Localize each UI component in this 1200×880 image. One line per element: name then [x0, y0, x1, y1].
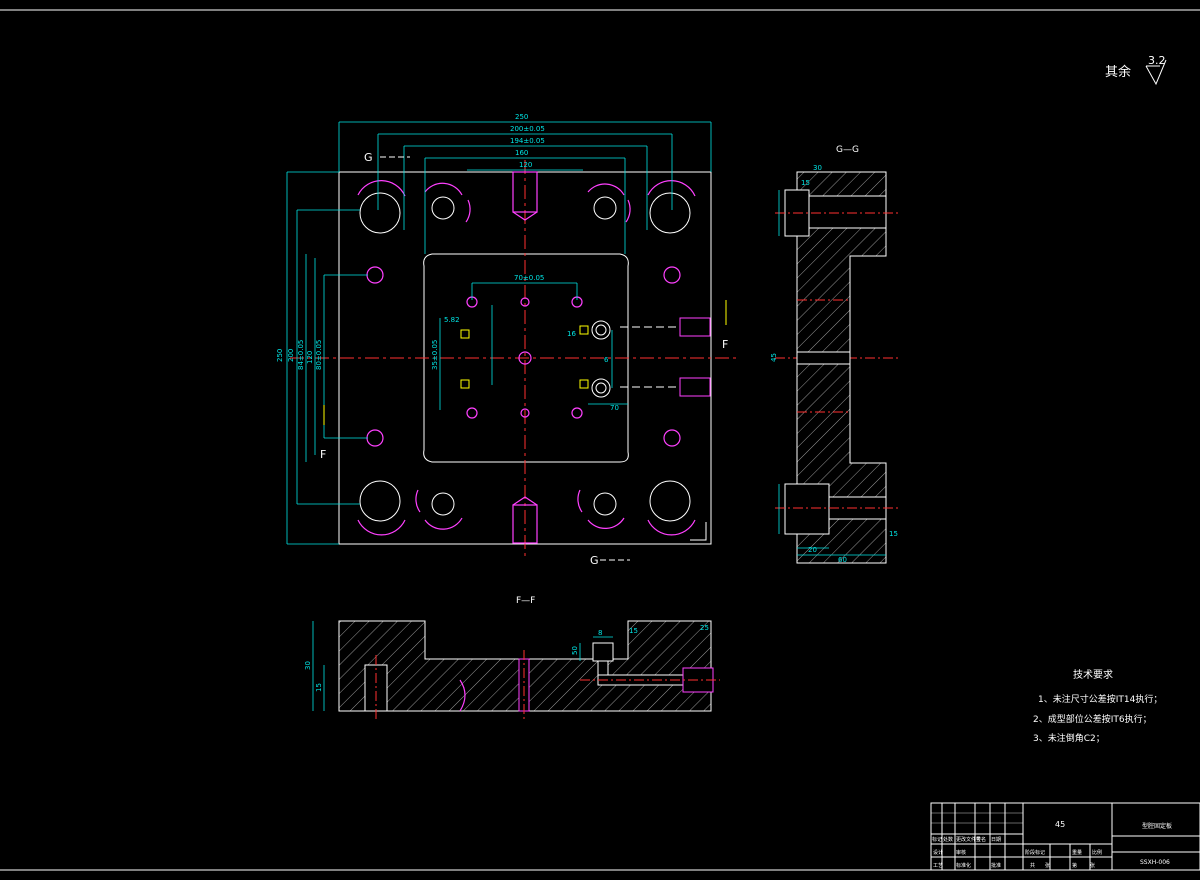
dim-inner-1: 70±0.05 [514, 274, 544, 282]
roughness-value: 3.2 [1148, 54, 1166, 67]
title-sheet-label-3: 第 [1072, 862, 1077, 869]
tech-requirements: 技术要求 1、未注尺寸公差按IT14执行； 2、成型部位公差按IT6执行； 3、… [1033, 668, 1162, 744]
title-stage-label-3: 比例 [1092, 849, 1102, 856]
section-label-f-left: F [320, 448, 326, 461]
section-f-dim-6: 50 [571, 646, 579, 655]
title-sign-label-5: 批准 [991, 862, 1001, 869]
dim-left-6: 35±0.05 [431, 340, 439, 370]
title-block [930, 802, 1200, 871]
title-sign-label-4: 标准化 [956, 862, 971, 869]
title-sign-label-1: 设计 [933, 849, 943, 856]
dim-left-3: 84±0.05 [297, 340, 305, 370]
title-stage-label-1: 阶段标记 [1025, 849, 1045, 856]
section-label-g-bottom: G [590, 554, 599, 567]
dim-inner-3: 6 [604, 356, 609, 364]
section-f-dim-5: 25 [700, 624, 709, 632]
sprue-slots [512, 171, 538, 544]
main-view: 250 200±0.05 194±0.05 160 120 70±0.05 5.… [276, 113, 740, 567]
roughness-mark: 其余 3.2 [1105, 54, 1167, 86]
section-f-dim-3: 15 [629, 627, 638, 635]
dim-top-4: 160 [515, 149, 528, 157]
section-f-dim-1: 30 [304, 661, 312, 670]
dim-top-5: 120 [519, 161, 532, 169]
section-label-f-right: F [722, 338, 728, 351]
dim-inner-4: 16 [567, 330, 576, 338]
section-g-dim-4: 20 [808, 546, 817, 554]
section-f-view: F—F 30 15 15 8 25 50 [304, 596, 720, 720]
tech-requirement-1: 1、未注尺寸公差按IT14执行； [1038, 693, 1162, 705]
cooling-fittings [591, 317, 711, 398]
section-g-dim-3: 45 [770, 353, 778, 362]
dim-left-1: 250 [276, 349, 284, 362]
title-row-label-2: 处数 [943, 836, 953, 843]
pin-holes [366, 266, 681, 447]
dim-top-1: 250 [515, 113, 528, 121]
yellow-marks [460, 325, 589, 389]
dim-top-3: 194±0.05 [510, 137, 545, 145]
title-sheet-label-2: 张 [1045, 862, 1050, 869]
dimension-lines [286, 121, 712, 545]
section-label-g-top: G [364, 151, 373, 164]
section-g-title: G—G [836, 145, 859, 155]
title-sign-label-2: 审核 [956, 849, 966, 856]
dim-left-4: 120 [306, 351, 314, 364]
title-row-label-1: 标记 [932, 836, 942, 843]
tech-requirement-2: 2、成型部位公差按IT6执行； [1033, 713, 1152, 725]
section-g-dim-6: 15 [889, 530, 898, 538]
screw-holes [431, 196, 617, 516]
drawing-frame [0, 9, 1200, 871]
tech-requirements-title: 技术要求 [1073, 668, 1113, 681]
dim-left-5: 80±0.05 [315, 340, 323, 370]
section-g-dim-1: 30 [813, 164, 822, 172]
dim-left-2: 200 [287, 349, 295, 362]
guide-holes [359, 192, 691, 522]
title-material: 45 [1055, 820, 1065, 829]
section-f-title: F—F [516, 596, 535, 606]
title-stage-label-2: 重量 [1072, 849, 1082, 856]
title-row-label-4: 签名 [976, 836, 986, 843]
roughness-prefix: 其余 [1105, 64, 1131, 80]
tech-requirement-3: 3、未注倒角C2； [1033, 732, 1105, 744]
title-row-label-5: 日期 [991, 837, 1001, 843]
title-drawing-no: SSXH-006 [1140, 859, 1170, 866]
title-part-name: 型腔固定板 [1142, 822, 1172, 830]
section-g-dim-2: 15 [801, 179, 810, 187]
cavity-pocket [423, 253, 629, 463]
title-sign-label-3: 工艺 [933, 863, 943, 869]
section-g-view: G—G 30 15 45 20 60 15 [770, 145, 900, 564]
section-f-dim-2: 15 [315, 683, 323, 692]
title-row-label-3: 更改文件号 [956, 836, 981, 843]
title-sheet-label-4: 张 [1090, 862, 1095, 869]
section-g-dim-5: 60 [838, 556, 847, 564]
dim-inner-2: 5.82 [444, 316, 460, 324]
dim-inner-5: 70 [610, 404, 619, 412]
section-f-dim-4: 8 [598, 629, 602, 637]
title-sheet-label-1: 共 [1030, 862, 1035, 869]
dim-top-2: 200±0.05 [510, 125, 545, 133]
